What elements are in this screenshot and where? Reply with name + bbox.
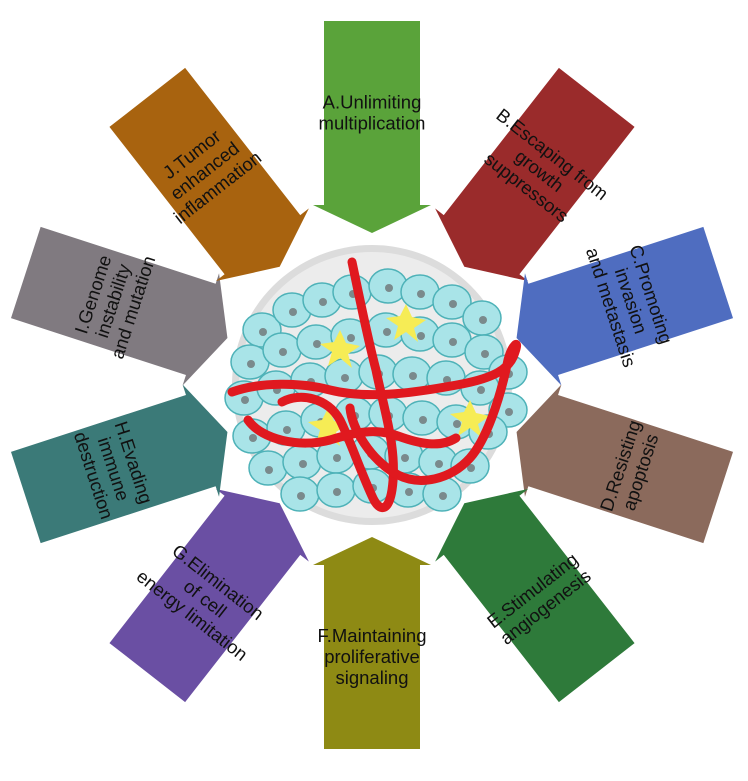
hallmark-arrow-shape: [435, 488, 635, 703]
blood-vessel-segment: [277, 257, 398, 512]
hallmark-arrow-a: [313, 21, 431, 233]
stellate-cell: [386, 304, 426, 342]
tumor-cell-nucleus: [449, 300, 457, 308]
hallmark-arrow-shape: [313, 21, 431, 233]
tumor-cell-nucleus: [347, 334, 355, 342]
tumor-cell-nucleus: [241, 396, 249, 404]
tumor-cell-nucleus: [265, 466, 273, 474]
tumor-cell-nucleus: [299, 460, 307, 468]
tumor-cell-nucleus: [477, 386, 485, 394]
tumor-cell-nucleus: [453, 420, 461, 428]
hallmark-arrow-shape: [516, 384, 734, 544]
tumor-cell-nucleus: [283, 426, 291, 434]
tumor-cell-nucleus: [449, 338, 457, 346]
hallmark-arrow-shape: [435, 67, 635, 282]
blood-vessel-segment: [227, 339, 522, 485]
hallmark-label-line: multiplication: [319, 113, 426, 134]
hallmark-arrow-f: [313, 537, 431, 749]
hallmark-arrow-e: [435, 488, 635, 703]
tumor-cell-nucleus: [383, 328, 391, 336]
tumor-stellate-cells: [308, 304, 490, 446]
stellate-cell: [450, 400, 490, 438]
hallmark-arrow-shape: [109, 67, 309, 282]
hallmark-arrow-shape: [516, 226, 734, 386]
tumor-cell-nucleus: [417, 332, 425, 340]
hallmark-arrow-shape: [10, 384, 228, 544]
hallmark-arrow-d: [516, 384, 734, 544]
tumor-cell-nucleus: [467, 464, 475, 472]
tumor-cell-nucleus: [341, 374, 349, 382]
hallmark-arrow-shape: [313, 537, 431, 749]
hallmark-arrow-shape: [109, 488, 309, 703]
tumor-illustration: [224, 245, 528, 525]
tumor-cell-nucleus: [247, 360, 255, 368]
tumor-cell-nucleus: [259, 328, 267, 336]
hallmark-label-line: F.Maintaining: [317, 625, 426, 646]
tumor-cell-nucleus: [439, 492, 447, 500]
hallmark-arrow-b: [435, 67, 635, 282]
hallmark-label-line: A.Unlimiting: [323, 92, 422, 113]
hallmark-arrow-j: [109, 67, 309, 282]
tumor-cell-nucleus: [479, 316, 487, 324]
tumor-cell-nucleus: [417, 290, 425, 298]
tumor-cell-nucleus: [481, 350, 489, 358]
hallmark-arrow-h: [10, 384, 228, 544]
hallmark-arrow-g: [109, 488, 309, 703]
tumor-cell-nucleus: [297, 492, 305, 500]
tumor-cell-nucleus: [435, 460, 443, 468]
stellate-cell: [320, 330, 360, 368]
tumor-cell-nucleus: [409, 372, 417, 380]
tumor-cell-nucleus: [289, 308, 297, 316]
tumor-cell-nucleus: [319, 298, 327, 306]
tumor-cell-nucleus: [419, 416, 427, 424]
tumor-cell-nucleus: [505, 408, 513, 416]
tumor-cell-nucleus: [333, 488, 341, 496]
tumor-cell-nucleus: [249, 434, 257, 442]
hallmark-arrow-shape: [10, 226, 228, 386]
tumor-cell-nucleus: [333, 454, 341, 462]
blood-vessel: [227, 257, 522, 512]
hallmark-label-line: proliferative: [324, 646, 420, 667]
stellate-cell: [308, 408, 348, 446]
hallmark-arrow-i: [10, 226, 228, 386]
tumor-cell-nucleus: [385, 284, 393, 292]
tumor-cell-nucleus: [401, 454, 409, 462]
blood-vessel-segment: [243, 415, 461, 449]
tumor-cell-nucleus: [405, 488, 413, 496]
hallmark-label-line: signaling: [335, 667, 408, 688]
tumor-cell-nucleus: [279, 348, 287, 356]
tumor-cell-nucleus: [313, 340, 321, 348]
hallmark-arrow-c: [516, 226, 734, 386]
